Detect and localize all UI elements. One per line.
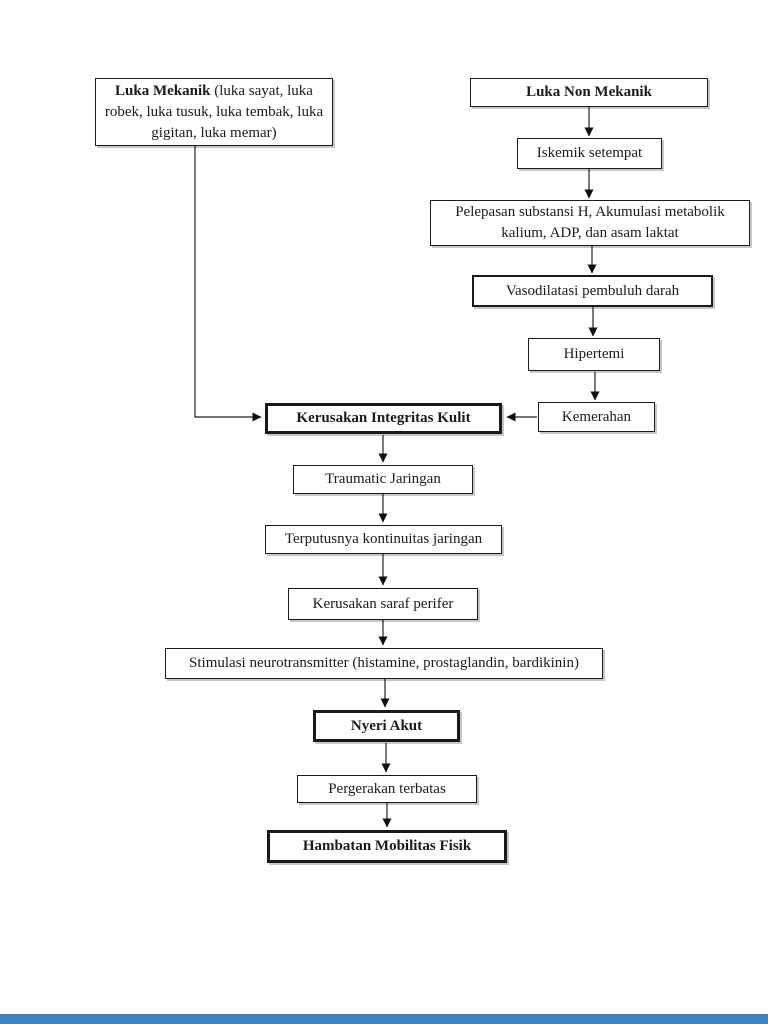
arrow-lukamekanik-kerusakankulit [194, 146, 262, 422]
node-kemerahan: Kemerahan [538, 402, 655, 432]
node-luka-mekanik-label: Luka Mekanik (luka sayat, luka robek, lu… [102, 81, 326, 144]
node-luka-non-mekanik: Luka Non Mekanik [470, 78, 708, 107]
node-luka-mekanik: Luka Mekanik (luka sayat, luka robek, lu… [95, 78, 333, 146]
bottom-accent-bar [0, 1014, 768, 1024]
node-kerusakan-integritas-kulit: Kerusakan Integritas Kulit [265, 403, 502, 434]
node-pelepasan-substansi: Pelepasan substansi H, Akumulasi metabol… [430, 200, 750, 246]
node-kerusakan-saraf-perifer: Kerusakan saraf perifer [288, 588, 478, 620]
node-pergerakan-terbatas: Pergerakan terbatas [297, 775, 477, 803]
node-luka-mekanik-title: Luka Mekanik [115, 82, 211, 99]
node-terputusnya-kontinuitas: Terputusnya kontinuitas jaringan [265, 525, 502, 554]
node-traumatic-jaringan: Traumatic Jaringan [293, 465, 473, 494]
node-hipertemi: Hipertemi [528, 338, 660, 371]
node-luka-mekanik-detail: (luka sayat, luka robek, luka tusuk, luk… [104, 82, 324, 141]
node-stimulasi-neurotransmitter: Stimulasi neurotransmitter (histamine, p… [165, 648, 603, 679]
node-hambatan-mobilitas-fisik: Hambatan Mobilitas Fisik [267, 830, 507, 863]
node-iskemik-setempat: Iskemik setempat [517, 138, 662, 169]
node-nyeri-akut: Nyeri Akut [313, 710, 460, 742]
node-vasodilatasi: Vasodilatasi pembuluh darah [472, 275, 713, 307]
